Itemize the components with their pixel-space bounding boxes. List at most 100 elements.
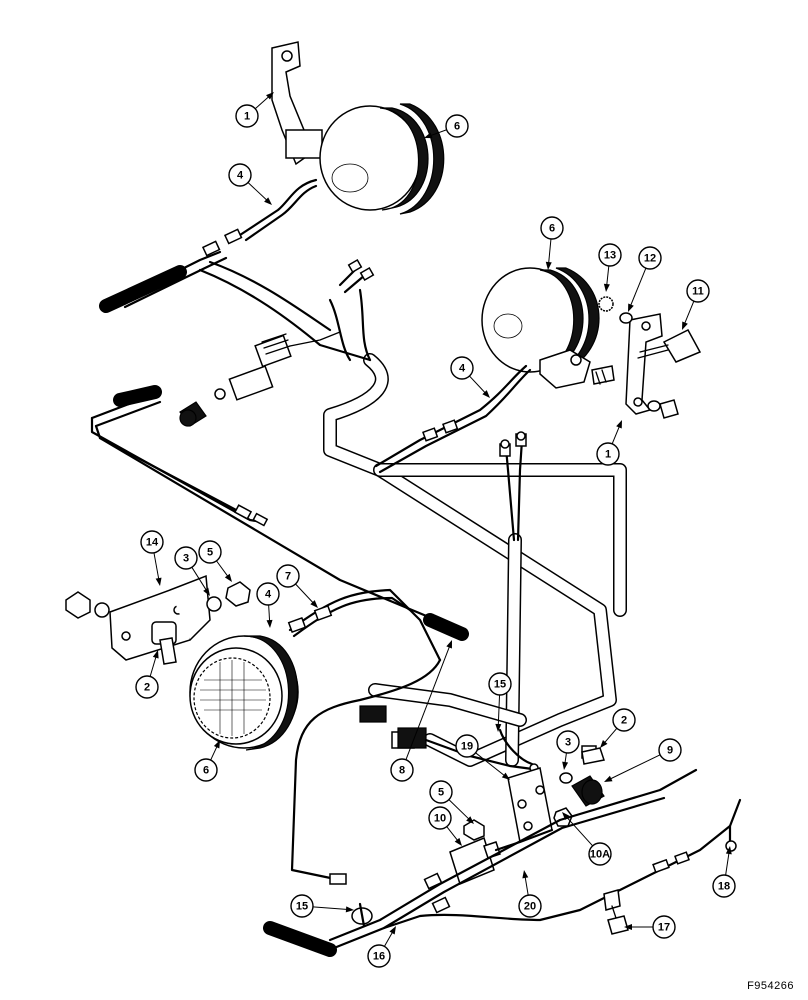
callout-circle xyxy=(135,675,159,699)
callout-circle xyxy=(658,738,682,762)
callout-leader xyxy=(448,799,471,821)
callout-label: 8 xyxy=(399,765,405,777)
callout-arrowhead xyxy=(501,772,510,780)
callout-circle xyxy=(194,758,218,782)
callout-circle xyxy=(638,246,662,270)
callout-arrowhead xyxy=(616,420,622,429)
callout-arrowhead xyxy=(562,761,569,770)
callout-label: 6 xyxy=(454,121,460,133)
callout-arrowhead xyxy=(264,197,272,205)
callout-leader xyxy=(565,816,593,847)
callout-leader xyxy=(312,906,349,911)
callout-label: 7 xyxy=(285,571,291,583)
callout-arrowhead xyxy=(628,303,634,312)
callout-circle xyxy=(598,243,622,267)
callout-label: 11 xyxy=(692,286,704,298)
callout-11: 11 xyxy=(682,279,710,330)
callout-arrowhead xyxy=(310,600,318,608)
callout-label: 4 xyxy=(265,589,272,601)
callout-arrowhead xyxy=(345,906,354,913)
callout-leader xyxy=(405,645,451,760)
callout-circle xyxy=(367,944,391,968)
upper-left-wires xyxy=(99,250,375,362)
callout-6: 6 xyxy=(424,114,469,139)
callout-circle xyxy=(429,780,453,804)
callout-label: 15 xyxy=(296,901,308,913)
callout-label: 18 xyxy=(718,881,730,893)
callout-arrowhead xyxy=(424,132,433,139)
callout-label: 3 xyxy=(183,553,189,565)
lower-work-lamp xyxy=(65,574,442,885)
callout-leader xyxy=(429,129,447,137)
callout-18: 18 xyxy=(712,846,736,898)
callout-circle xyxy=(390,758,414,782)
callout-leader xyxy=(446,826,459,842)
callout-label: 20 xyxy=(524,901,536,913)
callout-label: 9 xyxy=(667,745,673,757)
callout-circle xyxy=(612,708,636,732)
callout-label: 4 xyxy=(237,170,244,182)
figure-id: F954266 xyxy=(747,980,794,992)
callout-label: 13 xyxy=(604,250,616,262)
callout-leader xyxy=(606,265,610,287)
callout-leader xyxy=(603,728,618,744)
callout-label: 14 xyxy=(146,537,159,549)
callout-arrowhead xyxy=(266,92,274,100)
callout-9: 9 xyxy=(604,738,682,782)
callout-leader xyxy=(609,754,661,780)
center-connectors xyxy=(359,705,542,773)
callout-arrowhead xyxy=(603,283,610,292)
callout-label: 4 xyxy=(459,363,466,375)
callout-arrowhead xyxy=(389,926,396,935)
callout-leader xyxy=(383,930,394,947)
callout-circle xyxy=(455,734,479,758)
right-work-lamp xyxy=(374,267,702,474)
callout-circle xyxy=(428,806,452,830)
callout-label: 6 xyxy=(203,765,209,777)
callout-circle xyxy=(712,874,736,898)
main-harness-tube xyxy=(323,353,627,767)
callout-6: 6 xyxy=(194,740,220,782)
callout-1: 1 xyxy=(235,92,274,128)
callout-label: 2 xyxy=(144,682,150,694)
callout-10: 10 xyxy=(428,806,462,846)
callout-leader xyxy=(548,238,552,265)
callout-3: 3 xyxy=(556,730,580,770)
callout-leader xyxy=(475,752,506,777)
callout-leader xyxy=(268,604,271,623)
callout-leader xyxy=(683,300,695,325)
callout-arrowhead xyxy=(224,573,232,582)
callout-circle xyxy=(540,216,564,240)
callout-arrowhead xyxy=(522,870,529,879)
callout-arrowhead xyxy=(454,837,462,846)
callout-arrowhead xyxy=(495,723,502,732)
light-switch xyxy=(179,331,341,427)
callout-1: 1 xyxy=(596,420,622,466)
callout-4: 4 xyxy=(228,163,272,205)
callout-arrowhead xyxy=(682,321,688,330)
callout-leader xyxy=(153,552,160,581)
callout-circle xyxy=(488,672,512,696)
callout-arrowhead xyxy=(466,816,474,824)
mount-plate xyxy=(449,745,605,886)
callout-leader xyxy=(469,375,487,394)
callout-5: 5 xyxy=(429,780,474,824)
callout-leader xyxy=(216,560,229,578)
callout-5: 5 xyxy=(198,540,232,582)
callout-circle xyxy=(450,356,474,380)
callout-label: 1 xyxy=(244,111,250,123)
center-riser-wires xyxy=(499,431,527,542)
callout-label: 12 xyxy=(644,253,656,265)
callout-leader xyxy=(611,425,621,445)
callout-label: 10 xyxy=(434,813,446,825)
callout-circle xyxy=(256,582,280,606)
callout-label: 6 xyxy=(549,223,555,235)
callout-arrowhead xyxy=(624,924,632,930)
callout-arrowhead xyxy=(725,846,732,855)
callout-label: 19 xyxy=(461,741,473,753)
callout-circle xyxy=(652,915,676,939)
callout-circle xyxy=(235,104,259,128)
callout-8: 8 xyxy=(390,640,452,782)
callout-leader xyxy=(524,875,529,896)
